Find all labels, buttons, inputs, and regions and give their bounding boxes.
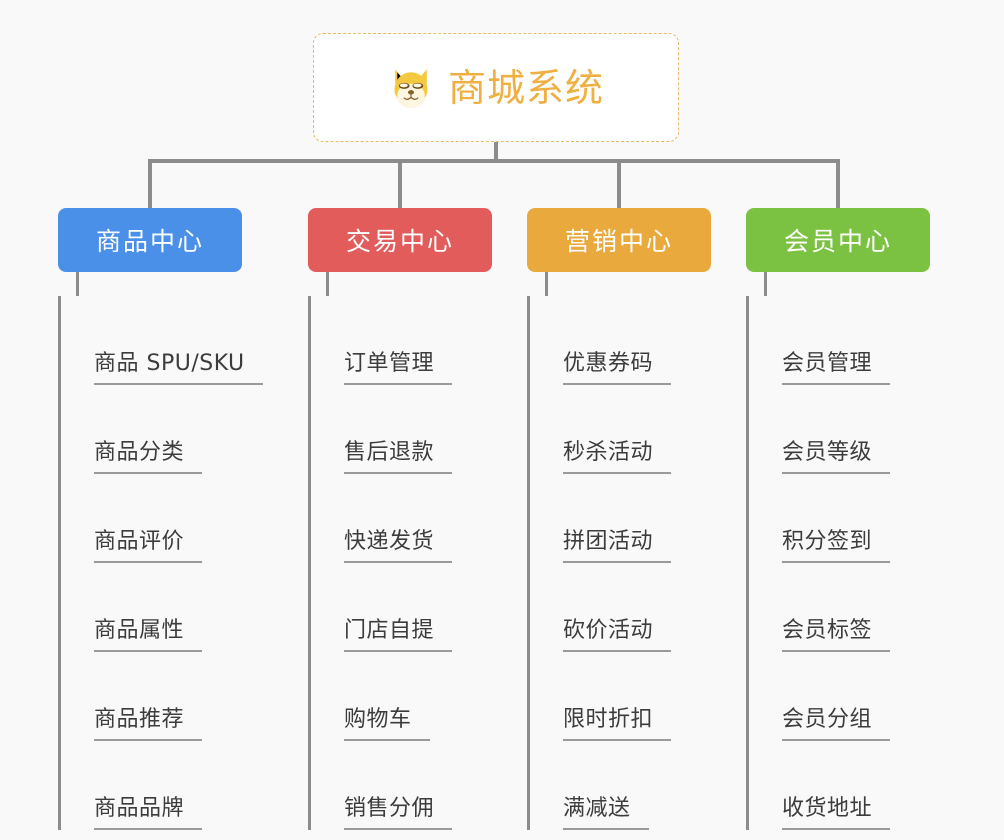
- list-item[interactable]: 商品推荐: [61, 652, 242, 741]
- list-item[interactable]: 销售分佣: [311, 741, 492, 830]
- list-item[interactable]: 订单管理: [311, 296, 492, 385]
- list-item[interactable]: 快递发货: [311, 474, 492, 563]
- list-item[interactable]: 商品品牌: [61, 741, 242, 830]
- list-item[interactable]: 砍价活动: [530, 563, 711, 652]
- list-item[interactable]: 优惠券码: [530, 296, 711, 385]
- shiba-dog-icon: [394, 68, 428, 108]
- item-label: 秒杀活动: [563, 440, 654, 465]
- column-stem-3: [545, 272, 548, 296]
- item-label: 会员等级: [782, 440, 873, 465]
- list-item[interactable]: 会员分组: [749, 652, 930, 741]
- item-label: 砍价活动: [563, 618, 654, 643]
- item-label: 商品分类: [94, 440, 185, 465]
- item-list-3: 优惠券码 秒杀活动 拼团活动 砍价活动 限时折扣 满减送: [527, 296, 711, 830]
- category-title-3: 营销中心: [564, 227, 673, 256]
- connector-drop-1: [148, 159, 152, 208]
- item-label: 商品品牌: [94, 796, 185, 821]
- category-column-商品中心: 商品中心 商品 SPU/SKU 商品分类 商品评价 商品属性 商品推荐 商品品牌: [58, 208, 263, 830]
- column-stem-1: [76, 272, 79, 296]
- list-item[interactable]: 商品 SPU/SKU: [61, 296, 263, 385]
- root-node[interactable]: 商城系统: [313, 33, 679, 142]
- list-item[interactable]: 拼团活动: [530, 474, 711, 563]
- list-item[interactable]: 售后退款: [311, 385, 492, 474]
- item-label: 商品评价: [94, 529, 185, 554]
- list-item[interactable]: 商品分类: [61, 385, 242, 474]
- item-label: 订单管理: [344, 351, 435, 376]
- list-item[interactable]: 购物车: [311, 652, 492, 741]
- connector-bus: [148, 159, 838, 163]
- item-label: 商品属性: [94, 618, 185, 643]
- item-label: 快递发货: [344, 529, 435, 554]
- item-label: 会员管理: [782, 351, 873, 376]
- item-label: 商品推荐: [94, 707, 185, 732]
- category-header-1[interactable]: 商品中心: [58, 208, 242, 272]
- connector-drop-3: [617, 159, 621, 208]
- connector-drop-2: [398, 159, 402, 208]
- list-item[interactable]: 收货地址: [749, 741, 930, 830]
- connector-root-stem: [494, 142, 498, 161]
- root-title: 商城系统: [447, 65, 604, 110]
- item-label: 售后退款: [344, 440, 435, 465]
- category-title-2: 交易中心: [345, 227, 454, 256]
- category-column-营销中心: 营销中心 优惠券码 秒杀活动 拼团活动 砍价活动 限时折扣 满减送: [527, 208, 711, 830]
- item-label: 购物车: [344, 707, 412, 732]
- item-label: 收货地址: [782, 796, 873, 821]
- category-title-1: 商品中心: [95, 227, 204, 256]
- column-stem-2: [326, 272, 329, 296]
- category-header-3[interactable]: 营销中心: [527, 208, 711, 272]
- item-label: 限时折扣: [563, 707, 654, 732]
- list-item[interactable]: 商品评价: [61, 474, 242, 563]
- list-item[interactable]: 会员等级: [749, 385, 930, 474]
- list-item[interactable]: 会员管理: [749, 296, 930, 385]
- list-item[interactable]: 限时折扣: [530, 652, 711, 741]
- item-label: 积分签到: [782, 529, 873, 554]
- item-label: 门店自提: [344, 618, 435, 643]
- list-item[interactable]: 门店自提: [311, 563, 492, 652]
- category-title-4: 会员中心: [783, 227, 892, 256]
- list-item[interactable]: 商品属性: [61, 563, 242, 652]
- item-list-4: 会员管理 会员等级 积分签到 会员标签 会员分组 收货地址: [746, 296, 930, 830]
- category-column-会员中心: 会员中心 会员管理 会员等级 积分签到 会员标签 会员分组 收货地址: [746, 208, 930, 830]
- list-item[interactable]: 积分签到: [749, 474, 930, 563]
- item-label: 会员标签: [782, 618, 873, 643]
- item-label: 会员分组: [782, 707, 873, 732]
- item-label: 优惠券码: [563, 351, 654, 376]
- item-label: 拼团活动: [563, 529, 654, 554]
- item-label: 商品 SPU/SKU: [94, 351, 245, 376]
- column-stem-4: [764, 272, 767, 296]
- list-item[interactable]: 满减送: [530, 741, 711, 830]
- connector-drop-4: [836, 159, 840, 208]
- category-header-2[interactable]: 交易中心: [308, 208, 492, 272]
- item-label: 销售分佣: [344, 796, 435, 821]
- item-list-1: 商品 SPU/SKU 商品分类 商品评价 商品属性 商品推荐 商品品牌: [58, 296, 263, 830]
- list-item[interactable]: 秒杀活动: [530, 385, 711, 474]
- item-list-2: 订单管理 售后退款 快递发货 门店自提 购物车 销售分佣: [308, 296, 492, 830]
- category-column-交易中心: 交易中心 订单管理 售后退款 快递发货 门店自提 购物车 销售分佣: [308, 208, 492, 830]
- item-label: 满减送: [563, 796, 631, 821]
- category-header-4[interactable]: 会员中心: [746, 208, 930, 272]
- list-item[interactable]: 会员标签: [749, 563, 930, 652]
